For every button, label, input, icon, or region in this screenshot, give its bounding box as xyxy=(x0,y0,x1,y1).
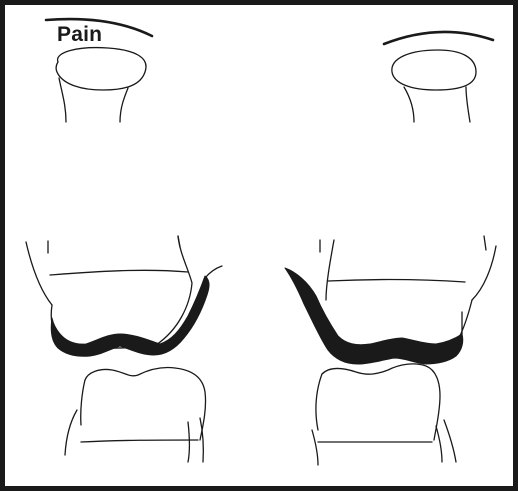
left-lower-tooth xyxy=(65,367,206,462)
right-lower-tooth xyxy=(312,364,456,465)
pain-label: Pain xyxy=(57,23,102,47)
left-condyle xyxy=(56,48,146,122)
left-disc-pad xyxy=(51,276,209,356)
right-upper-tooth xyxy=(320,236,496,340)
right-disc-pad xyxy=(285,268,463,364)
left-panel xyxy=(26,19,222,462)
right-arc xyxy=(384,32,493,44)
right-condyle xyxy=(392,50,476,122)
right-panel xyxy=(285,32,496,465)
